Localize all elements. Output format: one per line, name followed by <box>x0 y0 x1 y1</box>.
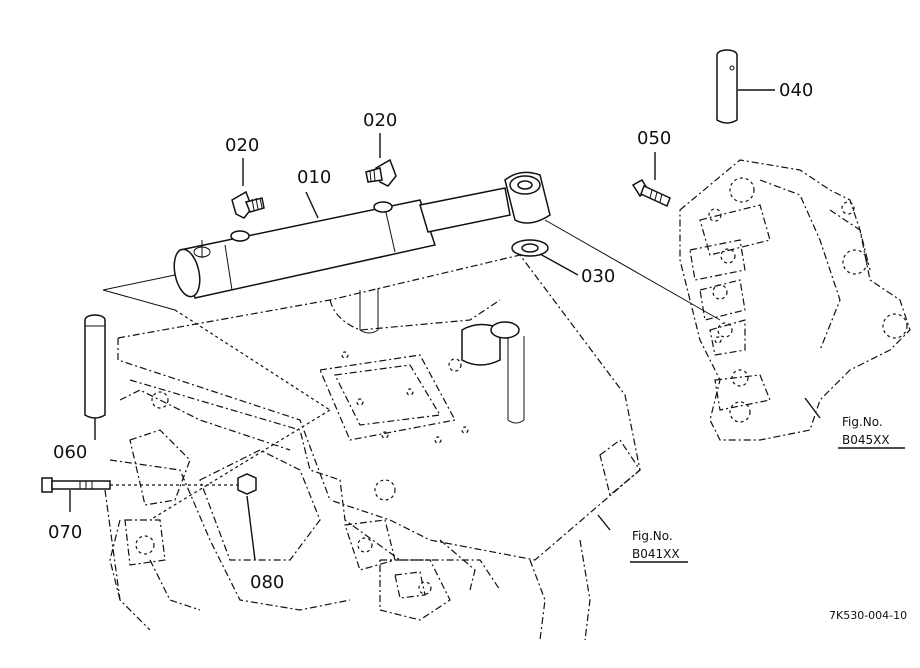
label-020-left: 020 <box>225 135 259 156</box>
fig-ref-b041-code: B041XX <box>632 547 680 561</box>
bolt-070 <box>41 477 111 493</box>
leader-lines <box>69 89 905 563</box>
label-070: 070 <box>48 522 82 543</box>
frame-plate <box>104 254 641 641</box>
plate-posts <box>359 288 525 424</box>
label-010: 010 <box>297 167 331 188</box>
nut-080 <box>237 473 257 495</box>
part-labels: 010 020 020 030 040 050 060 070 080 <box>48 80 813 593</box>
pin-060 <box>84 314 106 419</box>
hydraulic-cylinder <box>173 171 551 299</box>
label-020-right: 020 <box>363 110 397 131</box>
drawing-code: 7K530-004-10 <box>829 609 907 622</box>
bracket-assembly <box>679 159 911 441</box>
fig-ref-b041-prefix: Fig.No. <box>632 529 673 543</box>
label-080: 080 <box>250 572 284 593</box>
label-040: 040 <box>779 80 813 101</box>
label-050: 050 <box>637 128 671 149</box>
elbow-fitting-right <box>365 158 397 213</box>
bolt-050 <box>631 178 671 208</box>
elbow-fitting-left <box>230 190 265 242</box>
fig-ref-b045-prefix: Fig.No. <box>842 415 883 429</box>
label-030: 030 <box>581 266 615 287</box>
fig-ref-b045-code: B045XX <box>842 433 890 447</box>
pin-040 <box>716 49 738 124</box>
washer <box>511 239 549 257</box>
figure-references: Fig.No. B045XX Fig.No. B041XX <box>632 415 890 561</box>
label-060: 060 <box>53 442 87 463</box>
